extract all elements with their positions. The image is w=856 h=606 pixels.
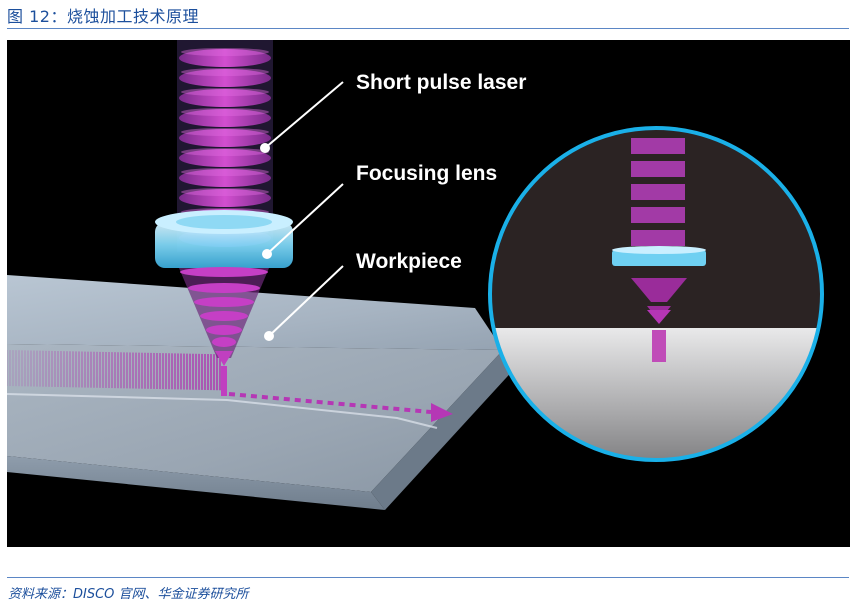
label-short-pulse-laser: Short pulse laser (356, 71, 527, 94)
focusing-lens (155, 210, 293, 268)
beam-band-highlight (181, 148, 269, 156)
ablation-diagram (7, 40, 824, 510)
focused-beam-cone (179, 267, 269, 396)
zoom-cut (652, 330, 666, 362)
beam-band (179, 129, 271, 147)
zoom-beam-band (631, 184, 685, 200)
beam-band-highlight (181, 68, 269, 76)
workpiece-front-face (7, 456, 385, 510)
workpiece-right-face (371, 350, 517, 510)
beam-band-highlight (181, 48, 269, 56)
beam-band (179, 89, 271, 107)
zoom-beam-band (631, 161, 685, 177)
leader-lines (260, 81, 344, 341)
laser-leader-dot (260, 143, 270, 153)
beam-band-highlight (181, 88, 269, 96)
title-divider (7, 28, 849, 29)
source-divider (7, 577, 849, 578)
zoom-ring (488, 126, 824, 462)
beam-band-highlight (181, 168, 269, 176)
figure-title: 图 12：烧蚀加工技术原理 (7, 7, 199, 26)
beam-band-highlight (181, 188, 269, 196)
cone-band (194, 297, 254, 307)
workpiece-leader-dot (264, 331, 274, 341)
beam-band (179, 69, 271, 87)
beam-band (179, 149, 271, 167)
workpiece-top-face-front (7, 344, 503, 492)
zoom-beam-band (631, 138, 685, 154)
beam-band (179, 49, 271, 67)
scan-direction-arrow (228, 392, 453, 422)
zoom-cone-upper (631, 278, 687, 302)
beam-band (179, 189, 271, 207)
cone-band (200, 311, 248, 321)
zoom-focal-point (647, 310, 671, 324)
zoom-beam-band (631, 207, 685, 223)
cone-band (180, 267, 268, 277)
diagram-panel: Short pulse laser Focusing lens Workpiec… (7, 40, 850, 547)
beam-band-highlight (181, 128, 269, 136)
zoom-lens (612, 250, 706, 266)
beam-band (179, 169, 271, 187)
beam-band (179, 109, 271, 127)
label-workpiece: Workpiece (356, 250, 462, 273)
processed-groove (7, 393, 438, 429)
cone-band (188, 283, 260, 293)
zoom-beam-band (631, 230, 685, 246)
cut-trace (7, 350, 221, 391)
workpiece (7, 275, 517, 510)
lens-leader-dot (262, 249, 272, 259)
label-focusing-lens: Focusing lens (356, 162, 498, 185)
zoom-inset (488, 126, 824, 462)
cone-band (212, 337, 236, 347)
cone-band (206, 325, 242, 335)
beam-band-highlight (181, 108, 269, 116)
workpiece-top-face (7, 275, 503, 350)
figure-source: 资料来源：DISCO 官网、华金证券研究所 (8, 587, 249, 602)
